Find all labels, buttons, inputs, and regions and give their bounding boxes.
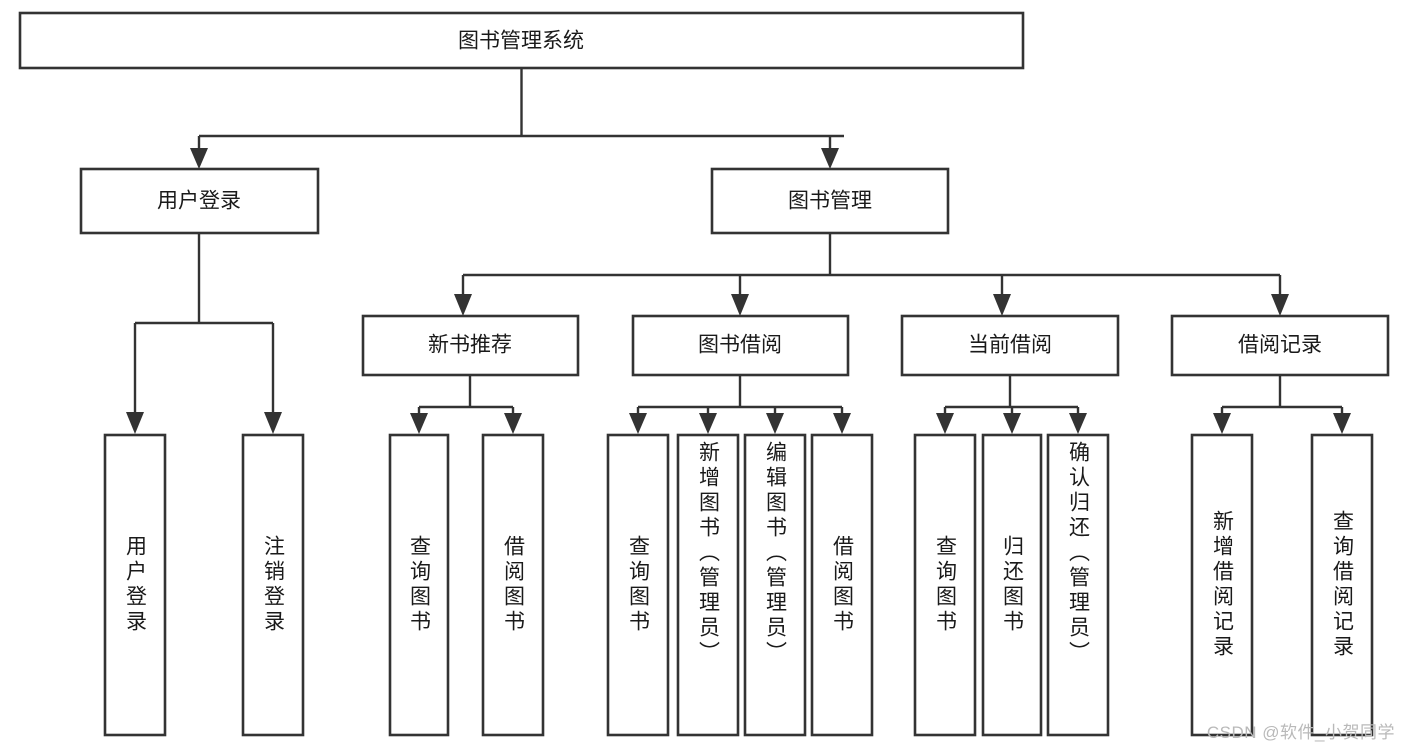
arrow-nbr-leaf-1 xyxy=(410,413,428,434)
leaf-borrow-book-2-label: 借阅图书 xyxy=(830,535,854,635)
leaf-query-book-2-text-wrap: 查询图书 xyxy=(626,535,650,635)
arrow-bm-to-borrow-record xyxy=(1271,294,1289,316)
leaf-query-book-1-label: 查询图书 xyxy=(407,535,431,635)
leaf-query-book-2[interactable]: 查询图书 xyxy=(606,433,670,737)
node-current-borrow-box[interactable] xyxy=(900,314,1120,377)
node-user-login[interactable]: 用户登录 xyxy=(79,167,320,235)
arrow-bm-to-new-book-rec xyxy=(454,294,472,316)
node-book-borrow[interactable]: 图书借阅 xyxy=(631,314,850,377)
arrow-root-to-book-manage xyxy=(821,148,839,169)
leaf-query-book-1-box[interactable] xyxy=(388,433,450,737)
arrow-cb-leaf-2 xyxy=(1003,413,1021,434)
node-borrow-record-box[interactable] xyxy=(1170,314,1390,377)
arrow-user-login-leaf-1 xyxy=(126,412,144,434)
leaf-return-book-label: 归还图书 xyxy=(1000,535,1024,635)
leaf-add-book-box[interactable] xyxy=(676,433,740,737)
leaf-borrow-book-2-text-wrap: 借阅图书 xyxy=(830,535,854,635)
arrow-bb-leaf-3 xyxy=(766,413,784,434)
arrow-cb-leaf-1 xyxy=(936,413,954,434)
leaf-return-book[interactable]: 归还图书 xyxy=(981,433,1043,737)
node-current-borrow-label: 当前借阅 xyxy=(968,334,1052,357)
leaf-confirm-return-text-wrap: 确认归还（管理员） xyxy=(1066,441,1090,666)
arrow-bb-leaf-1 xyxy=(629,413,647,434)
leaf-borrow-book-1[interactable]: 借阅图书 xyxy=(481,433,545,737)
node-current-borrow[interactable]: 当前借阅 xyxy=(900,314,1120,377)
leaf-add-book[interactable]: 新增图书（管理员） xyxy=(676,433,740,737)
leaf-query-book-2-label: 查询图书 xyxy=(626,535,650,635)
arrow-bm-to-book-borrow xyxy=(731,294,749,316)
leaf-borrow-book-1-text-wrap: 借阅图书 xyxy=(501,535,525,635)
node-new-book-rec[interactable]: 新书推荐 xyxy=(361,314,580,377)
leaf-edit-book-box[interactable] xyxy=(743,433,807,737)
leaf-add-book-text-wrap: 新增图书（管理员） xyxy=(696,441,720,666)
arrow-cb-leaf-3 xyxy=(1069,413,1087,434)
leaf-query-record-text-wrap: 查询借阅记录 xyxy=(1330,510,1354,660)
node-book-manage-box[interactable] xyxy=(710,167,950,235)
node-root-box[interactable] xyxy=(18,11,1025,70)
arrow-bm-to-current-borrow xyxy=(993,294,1011,316)
leaf-borrow-book-1-box[interactable] xyxy=(481,433,545,737)
node-borrow-record-label: 借阅记录 xyxy=(1238,334,1322,357)
leaf-confirm-return[interactable]: 确认归还（管理员） xyxy=(1046,433,1110,737)
node-user-login-box[interactable] xyxy=(79,167,320,235)
node-new-book-rec-box[interactable] xyxy=(361,314,580,377)
leaf-add-record-label: 新增借阅记录 xyxy=(1210,510,1234,660)
leaf-confirm-return-box[interactable] xyxy=(1046,433,1110,737)
node-book-manage-label: 图书管理 xyxy=(788,190,872,213)
leaf-query-record-box[interactable] xyxy=(1310,433,1374,737)
leaf-query-book-3-box[interactable] xyxy=(913,433,977,737)
leaf-confirm-return-label: 确认归还（管理员） xyxy=(1066,441,1090,666)
leaf-query-book-2-box[interactable] xyxy=(606,433,670,737)
leaf-user-login[interactable]: 用户登录 xyxy=(103,433,167,737)
arrow-nbr-leaf-2 xyxy=(504,413,522,434)
arrow-bb-leaf-4 xyxy=(833,413,851,434)
arrow-bb-leaf-2 xyxy=(699,413,717,434)
node-book-manage[interactable]: 图书管理 xyxy=(710,167,950,235)
arrow-br-leaf-1 xyxy=(1213,413,1231,434)
leaf-query-record[interactable]: 查询借阅记录 xyxy=(1310,433,1374,737)
node-user-login-label: 用户登录 xyxy=(157,190,241,213)
leaf-logout-text-wrap: 注销登录 xyxy=(261,535,285,635)
node-book-borrow-label: 图书借阅 xyxy=(698,334,782,357)
leaf-logout-label: 注销登录 xyxy=(261,535,285,635)
node-borrow-record[interactable]: 借阅记录 xyxy=(1170,314,1390,377)
leaf-borrow-book-2[interactable]: 借阅图书 xyxy=(810,433,874,737)
leaf-borrow-book-1-label: 借阅图书 xyxy=(501,535,525,635)
arrow-user-login-leaf-2 xyxy=(264,412,282,434)
leaf-query-book-3-text-wrap: 查询图书 xyxy=(933,535,957,635)
connector-layer xyxy=(126,68,1351,434)
leaf-query-book-3[interactable]: 查询图书 xyxy=(913,433,977,737)
leaf-edit-book[interactable]: 编辑图书（管理员） xyxy=(743,433,807,737)
leaf-add-record[interactable]: 新增借阅记录 xyxy=(1190,433,1254,737)
node-root[interactable]: 图书管理系统 xyxy=(18,11,1025,70)
leaf-edit-book-label: 编辑图书（管理员） xyxy=(763,441,787,666)
leaf-query-book-1[interactable]: 查询图书 xyxy=(388,433,450,737)
arrow-br-leaf-2 xyxy=(1333,413,1351,434)
leaf-borrow-book-2-box[interactable] xyxy=(810,433,874,737)
arrow-root-to-user-login xyxy=(190,148,208,169)
leaf-return-book-text-wrap: 归还图书 xyxy=(1000,535,1024,635)
leaf-query-book-3-label: 查询图书 xyxy=(933,535,957,635)
leaf-add-record-text-wrap: 新增借阅记录 xyxy=(1210,510,1234,660)
leaf-user-login-box[interactable] xyxy=(103,433,167,737)
leaf-edit-book-text-wrap: 编辑图书（管理员） xyxy=(763,441,787,666)
leaf-logout[interactable]: 注销登录 xyxy=(241,433,305,737)
node-new-book-rec-label: 新书推荐 xyxy=(428,334,512,357)
leaf-add-book-label: 新增图书（管理员） xyxy=(696,441,720,666)
node-book-borrow-box[interactable] xyxy=(631,314,850,377)
node-root-label: 图书管理系统 xyxy=(458,30,584,53)
leaf-query-record-label: 查询借阅记录 xyxy=(1330,510,1354,660)
leaf-logout-box[interactable] xyxy=(241,433,305,737)
leaf-user-login-text-wrap: 用户登录 xyxy=(123,535,147,635)
leaf-user-login-label: 用户登录 xyxy=(123,535,147,635)
leaf-query-book-1-text-wrap: 查询图书 xyxy=(407,535,431,635)
leaf-return-book-box[interactable] xyxy=(981,433,1043,737)
leaf-add-record-box[interactable] xyxy=(1190,433,1254,737)
